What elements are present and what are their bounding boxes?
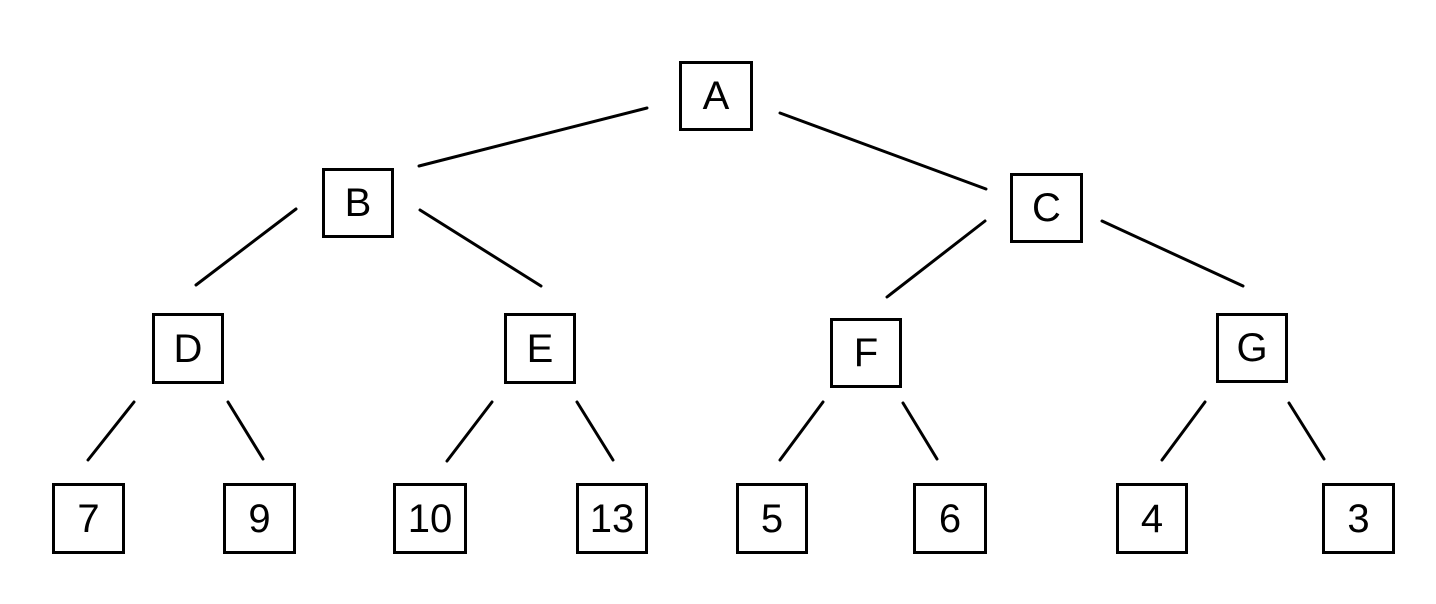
edge-f-6 [901,401,939,461]
tree-leaf-9: 9 [223,483,296,554]
edge-e-13 [575,400,615,462]
edge-d-7 [86,400,136,462]
tree-node-b: B [322,168,394,238]
edge-a-b [417,106,649,168]
tree-node-d: D [152,313,224,384]
tree-leaf-6: 6 [913,483,987,554]
tree-leaf-10: 10 [393,483,467,554]
edge-b-d [194,207,298,287]
tree-node-e: E [504,313,576,384]
edge-c-g [1100,219,1245,288]
edge-c-f [885,219,987,299]
edge-b-e [418,208,543,288]
tree-leaf-13: 13 [576,483,648,554]
tree-leaf-3: 3 [1322,483,1395,554]
tree-node-c: C [1010,173,1083,243]
edge-e-10 [445,400,494,463]
edge-a-c [778,111,988,191]
tree-node-f: F [830,318,902,388]
tree-leaf-5: 5 [736,483,808,554]
tree-leaf-7: 7 [52,483,125,554]
tree-node-g: G [1216,313,1288,383]
edge-d-9 [226,400,265,461]
edge-g-4 [1160,400,1207,462]
tree-leaf-4: 4 [1116,483,1188,554]
tree-node-a: A [679,61,753,131]
edge-f-5 [778,400,825,462]
edge-g-3 [1287,401,1326,461]
